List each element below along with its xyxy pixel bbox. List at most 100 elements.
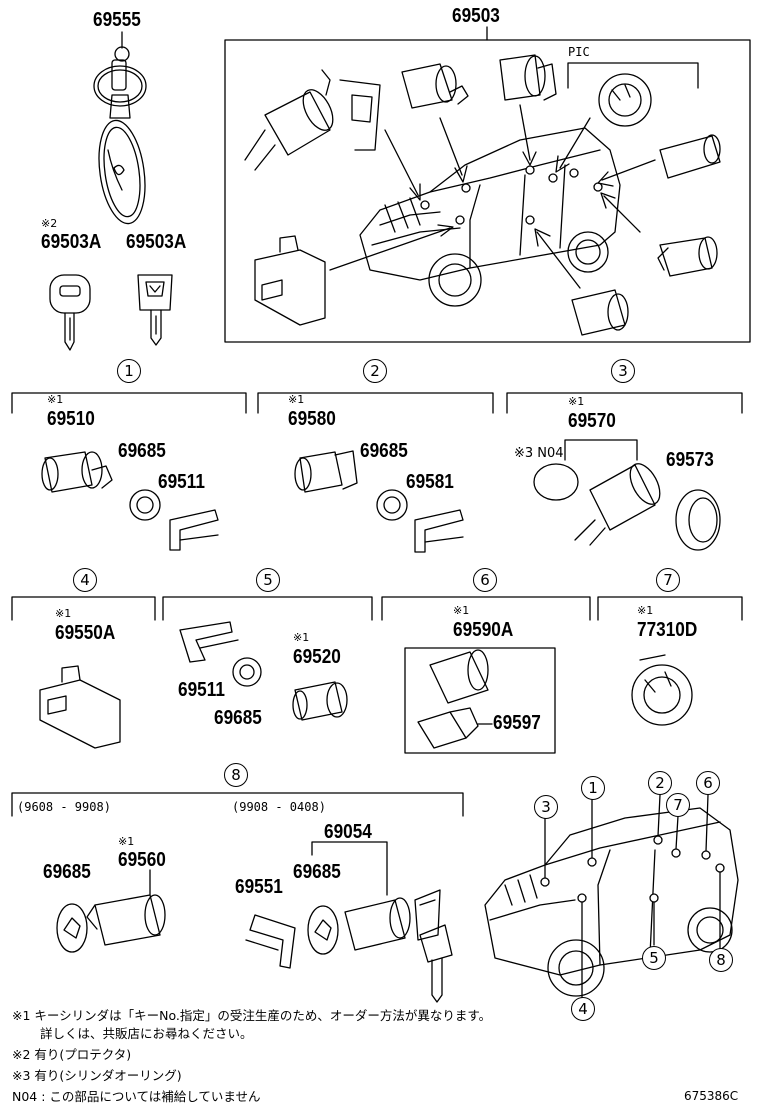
group-number-6: 6	[473, 568, 497, 592]
note-mark-1-f: ※1	[453, 604, 470, 617]
door-lock-cylinder-8a	[86, 869, 166, 946]
label-69503a-2: 69503A	[126, 231, 187, 253]
door-cylinder-illustration-2	[499, 54, 557, 101]
cap-cylinder-illustration	[659, 134, 721, 179]
location-marker-4: 4	[571, 997, 595, 1021]
diagram-code: 675386C	[684, 1089, 739, 1103]
washer-8b	[307, 905, 339, 955]
date-range-a: (9608 - 9908)	[17, 800, 111, 814]
washer-1	[129, 489, 161, 521]
key-ring-illustration	[93, 31, 147, 225]
location-marker-3: 3	[534, 795, 558, 819]
group-6-frame	[404, 647, 556, 754]
label-69520: 69520	[293, 646, 341, 668]
location-marker-5: 5	[642, 946, 666, 970]
door-cylinder-illustration	[401, 63, 469, 109]
vehicle-illustration-main	[359, 127, 621, 307]
label-69560: 69560	[118, 849, 166, 871]
group-number-3: 3	[611, 359, 635, 383]
label-69685-1: 69685	[118, 440, 166, 462]
door-lock-cylinder-8b	[344, 897, 411, 951]
label-69503a-1: 69503A	[41, 231, 102, 253]
note-mark-2: ※2	[41, 217, 58, 230]
label-69570: 69570	[568, 410, 616, 432]
location-marker-6: 6	[696, 771, 720, 795]
o-ring	[533, 463, 579, 501]
group-1-bracket	[11, 392, 247, 414]
group-5-bracket	[162, 596, 373, 621]
washer-5	[232, 657, 262, 687]
note-mark-1-b: ※1	[288, 393, 305, 406]
group-number-4: 4	[73, 568, 97, 592]
label-pic: PIC	[568, 45, 590, 59]
key-blank-illustration	[49, 274, 91, 351]
group-number-1: 1	[117, 359, 141, 383]
footnote-1-line-2: 詳しくは、共販店にお尋ねください。	[40, 1026, 253, 1041]
retainer-clip-2	[414, 509, 464, 553]
retainer-clip-5	[179, 621, 239, 663]
group-2-bracket	[257, 392, 494, 414]
label-69590a: 69590A	[453, 619, 514, 641]
washer-2	[376, 489, 408, 521]
rear-cylinder-illustration	[657, 236, 718, 277]
door-lock-cylinder-1	[41, 451, 113, 493]
glove-box-cylinder-7	[631, 654, 693, 726]
ignition-cylinder-3	[574, 463, 661, 546]
label-77310d: 77310D	[637, 619, 698, 641]
switch-assembly-4	[39, 665, 121, 749]
footnote-n04: N04 : この部品については補給していません	[12, 1089, 261, 1104]
washer-8a	[56, 903, 88, 953]
date-range-b: (9908 - 0408)	[232, 800, 326, 814]
location-marker-2: 2	[648, 771, 672, 795]
group-3-bracket	[506, 392, 743, 414]
note-mark-1-g: ※1	[637, 604, 654, 617]
switch-assembly-illustration	[254, 235, 326, 326]
vehicle-illustration-locations	[484, 794, 739, 1001]
note-mark-1-d: ※1	[55, 607, 72, 620]
group-6-bracket	[381, 596, 591, 621]
label-69685-4: 69685	[43, 861, 91, 883]
label-69573: 69573	[666, 449, 714, 471]
group-4-bracket	[11, 596, 156, 621]
label-69551: 69551	[235, 876, 283, 898]
label-69685-3: 69685	[214, 707, 262, 729]
pic-bracket	[567, 62, 699, 89]
footnote-2: ※2 有り(プロテクタ)	[12, 1047, 132, 1062]
note-mark-1-e: ※1	[293, 631, 310, 644]
group-number-2: 2	[363, 359, 387, 383]
group-3-sub-bracket	[564, 439, 638, 461]
label-69511-1: 69511	[158, 471, 205, 493]
label-n04: ※3 N04	[514, 446, 564, 461]
footnote-1-line-1: ※1 キーシリンダは「キーNo.指定」の受注生産のため、オーダー方法が異なります…	[12, 1008, 492, 1023]
label-69503: 69503	[452, 5, 500, 27]
ignition-cylinder-illustration	[244, 69, 381, 171]
label-69555: 69555	[93, 9, 141, 31]
group-8b-bracket	[311, 841, 388, 896]
note-mark-1-a: ※1	[47, 393, 64, 406]
label-69685-5: 69685	[293, 861, 341, 883]
door-lock-cylinder-2	[294, 450, 358, 493]
location-marker-1: 1	[581, 776, 605, 800]
glove-box-cylinder-illustration	[598, 73, 652, 127]
label-69685-2: 69685	[360, 440, 408, 462]
location-marker-8: 8	[709, 948, 733, 972]
key-master-illustration	[137, 274, 173, 346]
group-8-bracket	[11, 792, 464, 817]
group-number-8: 8	[224, 763, 248, 787]
main-assembly-frame	[224, 39, 751, 343]
spacer-tube	[429, 649, 489, 704]
label-69511-2: 69511	[178, 679, 225, 701]
retainer-clip-1	[169, 509, 219, 551]
retainer-clip-8	[245, 914, 296, 969]
lock-cylinder-6	[417, 707, 493, 749]
location-arrows	[329, 104, 656, 289]
label-69550a: 69550A	[55, 622, 116, 644]
bezel-ring	[675, 489, 721, 551]
label-69597: 69597	[493, 712, 541, 734]
label-69510: 69510	[47, 408, 95, 430]
label-69581: 69581	[406, 471, 454, 493]
group-7-bracket	[597, 596, 743, 621]
location-marker-7: 7	[666, 793, 690, 817]
group-number-7: 7	[656, 568, 680, 592]
